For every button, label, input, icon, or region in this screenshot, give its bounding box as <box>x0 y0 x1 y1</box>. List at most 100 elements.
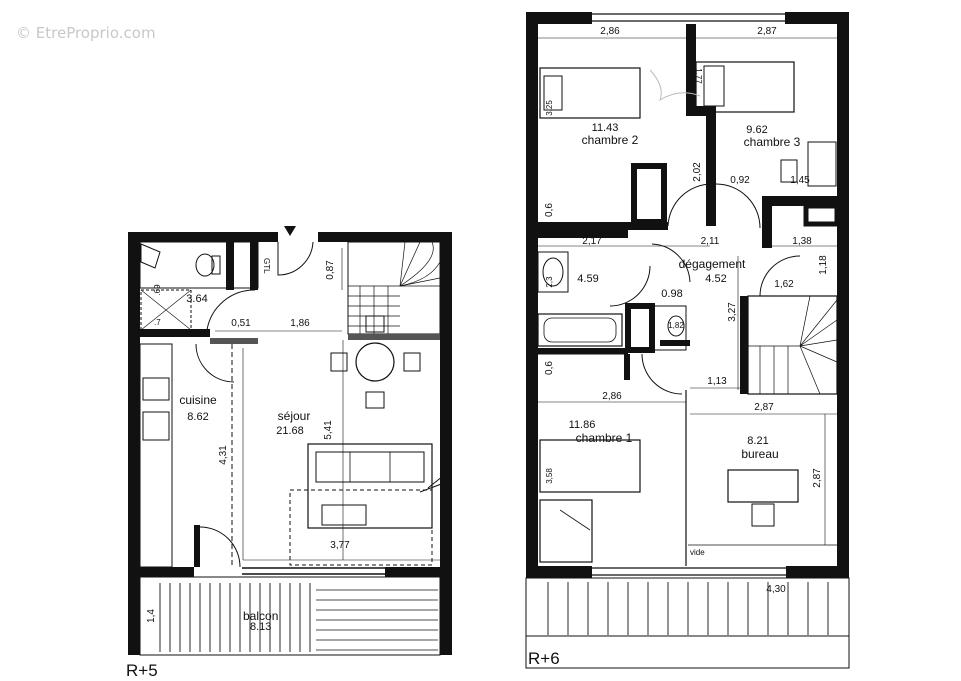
entrance-arrow-icon <box>284 226 296 236</box>
pillow <box>543 75 563 111</box>
dim-label: 4,30 <box>766 584 786 595</box>
wall-chambre3-left <box>706 116 716 226</box>
chair <box>780 159 798 183</box>
toilet-tank <box>211 255 221 275</box>
dim-label: 0,51 <box>231 318 251 329</box>
wall-stub <box>624 354 630 380</box>
chair <box>365 391 385 409</box>
chair <box>751 503 775 527</box>
chair <box>403 352 421 372</box>
pl-label: pl <box>771 198 777 207</box>
wall-north <box>785 12 849 24</box>
dim-label: 1,45 <box>790 175 810 186</box>
room-area-bureau: 8.21 <box>747 435 768 447</box>
gtl-label: GTL <box>262 258 271 274</box>
room-area-balcon: 8.13 <box>250 621 271 633</box>
wc-room <box>651 305 687 351</box>
wall-north-left <box>128 232 278 242</box>
bed-chambre3 <box>695 61 795 113</box>
dim-label: 1,77 <box>694 68 703 84</box>
staircase <box>747 295 838 395</box>
floor-r5-plan <box>128 226 453 656</box>
closet-chambre2 <box>631 163 667 225</box>
stair-curve <box>399 241 421 287</box>
door-balcony-swing <box>199 526 241 568</box>
door-bath-swing <box>609 265 651 307</box>
shower-icon <box>140 289 192 331</box>
desk-chambre3 <box>807 141 837 187</box>
stair-curve <box>799 345 838 363</box>
room-area-chambre3: 9.62 <box>746 124 767 136</box>
toilet-icon <box>667 315 685 337</box>
wc-wall-south <box>660 340 690 346</box>
floor-label-r6: R+6 <box>528 649 560 668</box>
dim-label: .7 <box>154 318 161 327</box>
dim-label: 0,6 <box>544 361 555 375</box>
wall-north <box>526 12 592 24</box>
dim-label: 1,38 <box>792 236 812 247</box>
desk-bureau <box>727 469 799 503</box>
stair-curve <box>799 339 838 347</box>
rug <box>289 489 433 566</box>
terrace-railing <box>526 582 849 637</box>
dim-label: 3,27 <box>727 302 738 322</box>
sofa <box>307 443 433 529</box>
stair-curve <box>799 319 838 347</box>
stair-wall <box>740 296 748 394</box>
floor-label-r5: R+5 <box>126 661 158 680</box>
dim-label: 2,87 <box>812 468 823 488</box>
kitchen-sink-icon <box>142 377 170 401</box>
chair <box>365 315 385 333</box>
vide-label: vide <box>690 548 705 557</box>
closet-chambre3 <box>803 203 840 227</box>
dim-label: 0,87 <box>325 260 336 280</box>
wall-west <box>526 12 538 578</box>
door-chambre1-swing <box>641 353 683 395</box>
room-area-chambre2: 11.43 <box>592 122 619 134</box>
room-name-degagement: dégagement <box>679 257 746 271</box>
bed-chambre1 <box>539 439 641 493</box>
wc-room <box>139 241 259 289</box>
gtl-wall-right <box>250 242 258 290</box>
dim-label: 2,3 <box>545 276 554 288</box>
dim-label: 3,58 <box>545 468 554 484</box>
wc-wall <box>625 303 655 353</box>
kitchen-door-wall <box>194 525 200 567</box>
stair-curve <box>799 299 838 347</box>
room-name-bureau: bureau <box>741 447 778 461</box>
floor-r6-plan <box>525 12 850 669</box>
dim-label: 0,6 <box>544 203 555 217</box>
wall-north-right <box>318 232 452 242</box>
stair-wall <box>348 334 440 340</box>
wall-east <box>440 232 452 655</box>
room-area-chambre1: 11.86 <box>569 419 596 431</box>
stair-curve <box>399 277 441 287</box>
room-name-chambre2: chambre 2 <box>582 133 639 147</box>
wall-south-right <box>385 567 452 577</box>
door-chambre2-swing <box>667 183 713 227</box>
dim-label: 1,18 <box>818 255 829 275</box>
room-name-sejour: séjour <box>278 409 311 423</box>
balcony-railing <box>159 583 311 652</box>
room-area-degagement: 4.52 <box>705 273 726 285</box>
staircase <box>347 241 441 335</box>
room-name-chambre3: chambre 3 <box>744 135 801 149</box>
shower-diag2 <box>140 289 192 331</box>
stair-curve <box>799 345 821 395</box>
dim-label: 1,82 <box>668 321 684 330</box>
dim-label: .69 <box>153 284 162 296</box>
wall-pl <box>762 196 772 248</box>
bed-chambre2 <box>539 67 641 119</box>
wall-chambre2-south <box>538 222 668 230</box>
stair-curve <box>399 261 441 287</box>
dim-label: 5,41 <box>323 420 334 440</box>
door-chambre3-swing <box>715 183 761 229</box>
pillow <box>703 65 725 107</box>
wall-south <box>786 566 849 578</box>
dim-label: 1,13 <box>707 376 727 387</box>
dim-label: 2,87 <box>757 26 777 37</box>
dim-label: 1,4 <box>146 609 157 623</box>
dim-label: 2,02 <box>692 162 703 182</box>
door-entrance-swing <box>277 241 314 276</box>
